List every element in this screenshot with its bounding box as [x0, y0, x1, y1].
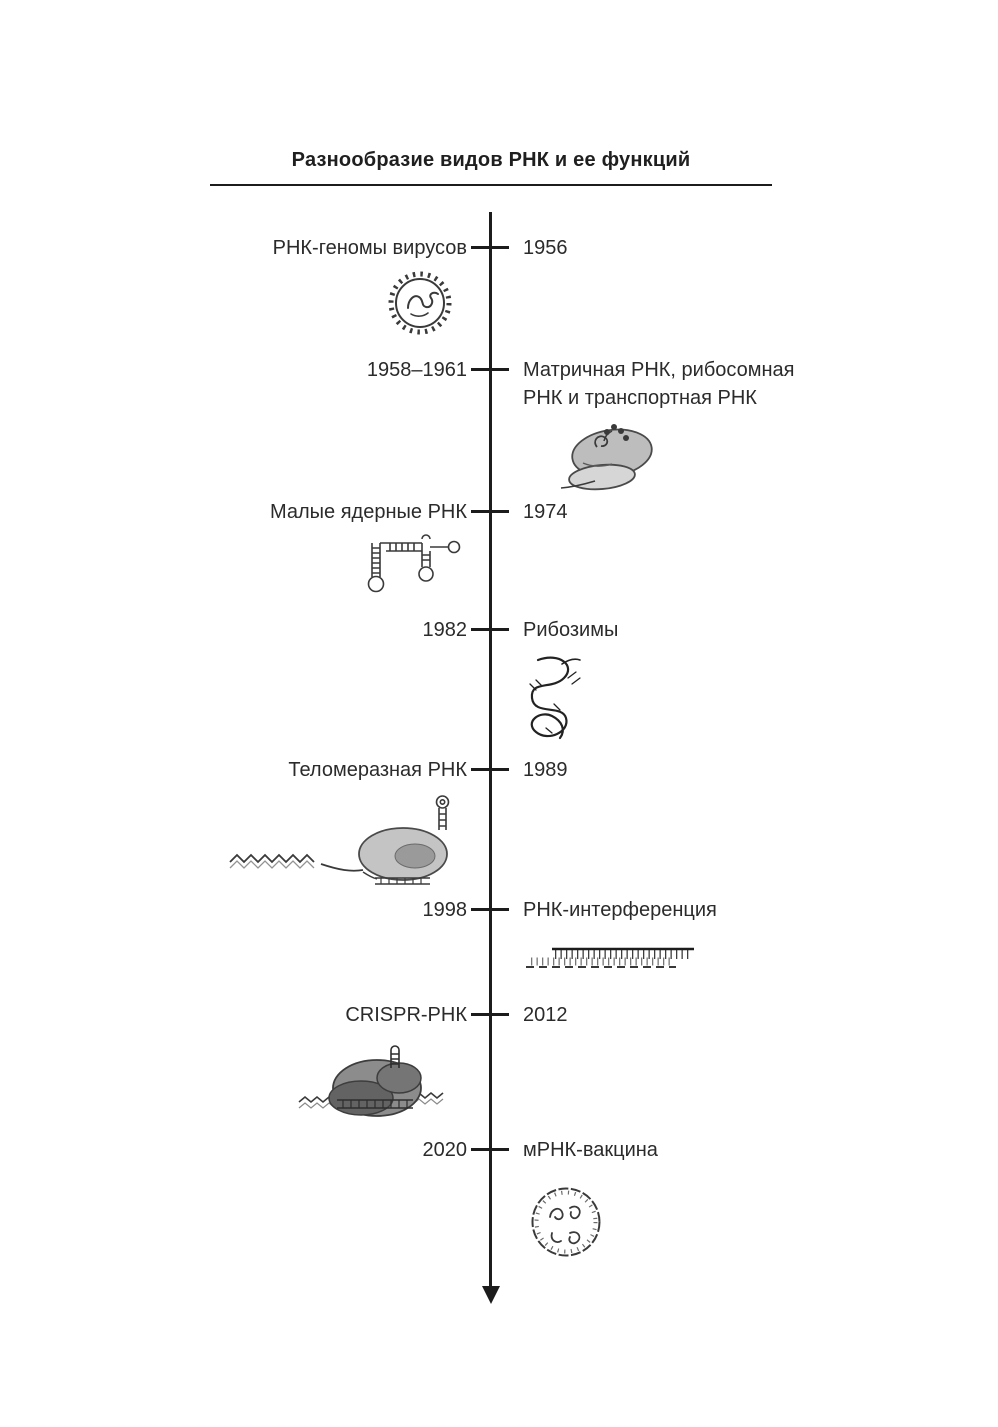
entry-2020-year: 2020: [422, 1139, 468, 1161]
entry-2012-year: 2012: [523, 1004, 568, 1026]
telomerase-rna-icon: [225, 792, 470, 892]
timeline-entry-1982: 1982 Рибозимы: [0, 616, 998, 644]
entry-1956-year: 1956: [523, 237, 568, 259]
tick-1982: [471, 628, 509, 631]
timeline-entry-1956: РНК-геномы вирусов 1956: [0, 234, 998, 262]
tick-1956: [471, 246, 509, 249]
tick-1998: [471, 908, 509, 911]
entry-1974-label: Малые ядерные РНК: [269, 501, 467, 523]
timeline-entry-1958-1961: 1958–1961 Матричная РНК, рибосомная РНК …: [0, 356, 998, 409]
entry-1989-label: Теломеразная РНК: [288, 759, 467, 781]
ribosome-icon: [555, 415, 665, 495]
tick-1958-1961: [471, 368, 509, 371]
tick-2020: [471, 1148, 509, 1151]
entry-1974-year: 1974: [523, 501, 568, 523]
entry-1958-1961-label: Матричная РНК, рибосомная РНК и транспор…: [523, 359, 795, 409]
mrna-vaccine-icon: [525, 1181, 607, 1263]
ribozyme-icon: [510, 650, 595, 750]
tick-2012: [471, 1013, 509, 1016]
crispr-rna-icon: [295, 1040, 455, 1135]
tick-1974: [471, 510, 509, 513]
virus-icon: [380, 263, 460, 343]
page-title: Разнообразие видов РНК и ее функций: [291, 149, 691, 171]
entry-1958-1961-year: 1958–1961: [366, 359, 467, 381]
timeline-entry-1998: 1998 РНК-интерференция: [0, 896, 998, 924]
timeline-entry-1989: Теломеразная РНК 1989: [0, 756, 998, 784]
tick-1989: [471, 768, 509, 771]
entry-1989-year: 1989: [523, 759, 568, 781]
timeline-arrow-icon: [482, 1286, 500, 1304]
entry-1982-label: Рибозимы: [523, 619, 619, 641]
timeline-axis: [489, 212, 492, 1290]
timeline-entry-1974: Малые ядерные РНК 1974: [0, 498, 998, 526]
entry-2020-label: мРНК-вакцина: [523, 1139, 658, 1161]
entry-1998-year: 1998: [422, 899, 468, 921]
entry-1982-year: 1982: [422, 619, 468, 641]
entry-1998-label: РНК-интерференция: [523, 899, 717, 921]
title-underline: [210, 184, 772, 186]
timeline-entry-2020: 2020 мРНК-вакцина: [0, 1136, 998, 1164]
timeline-entry-2012: CRISPR-РНК 2012: [0, 1001, 998, 1029]
small-nuclear-rna-icon: [352, 533, 467, 603]
entry-1956-label: РНК-геномы вирусов: [272, 237, 467, 259]
entry-2012-label: CRISPR-РНК: [345, 1004, 467, 1026]
rna-interference-icon: [522, 942, 702, 978]
